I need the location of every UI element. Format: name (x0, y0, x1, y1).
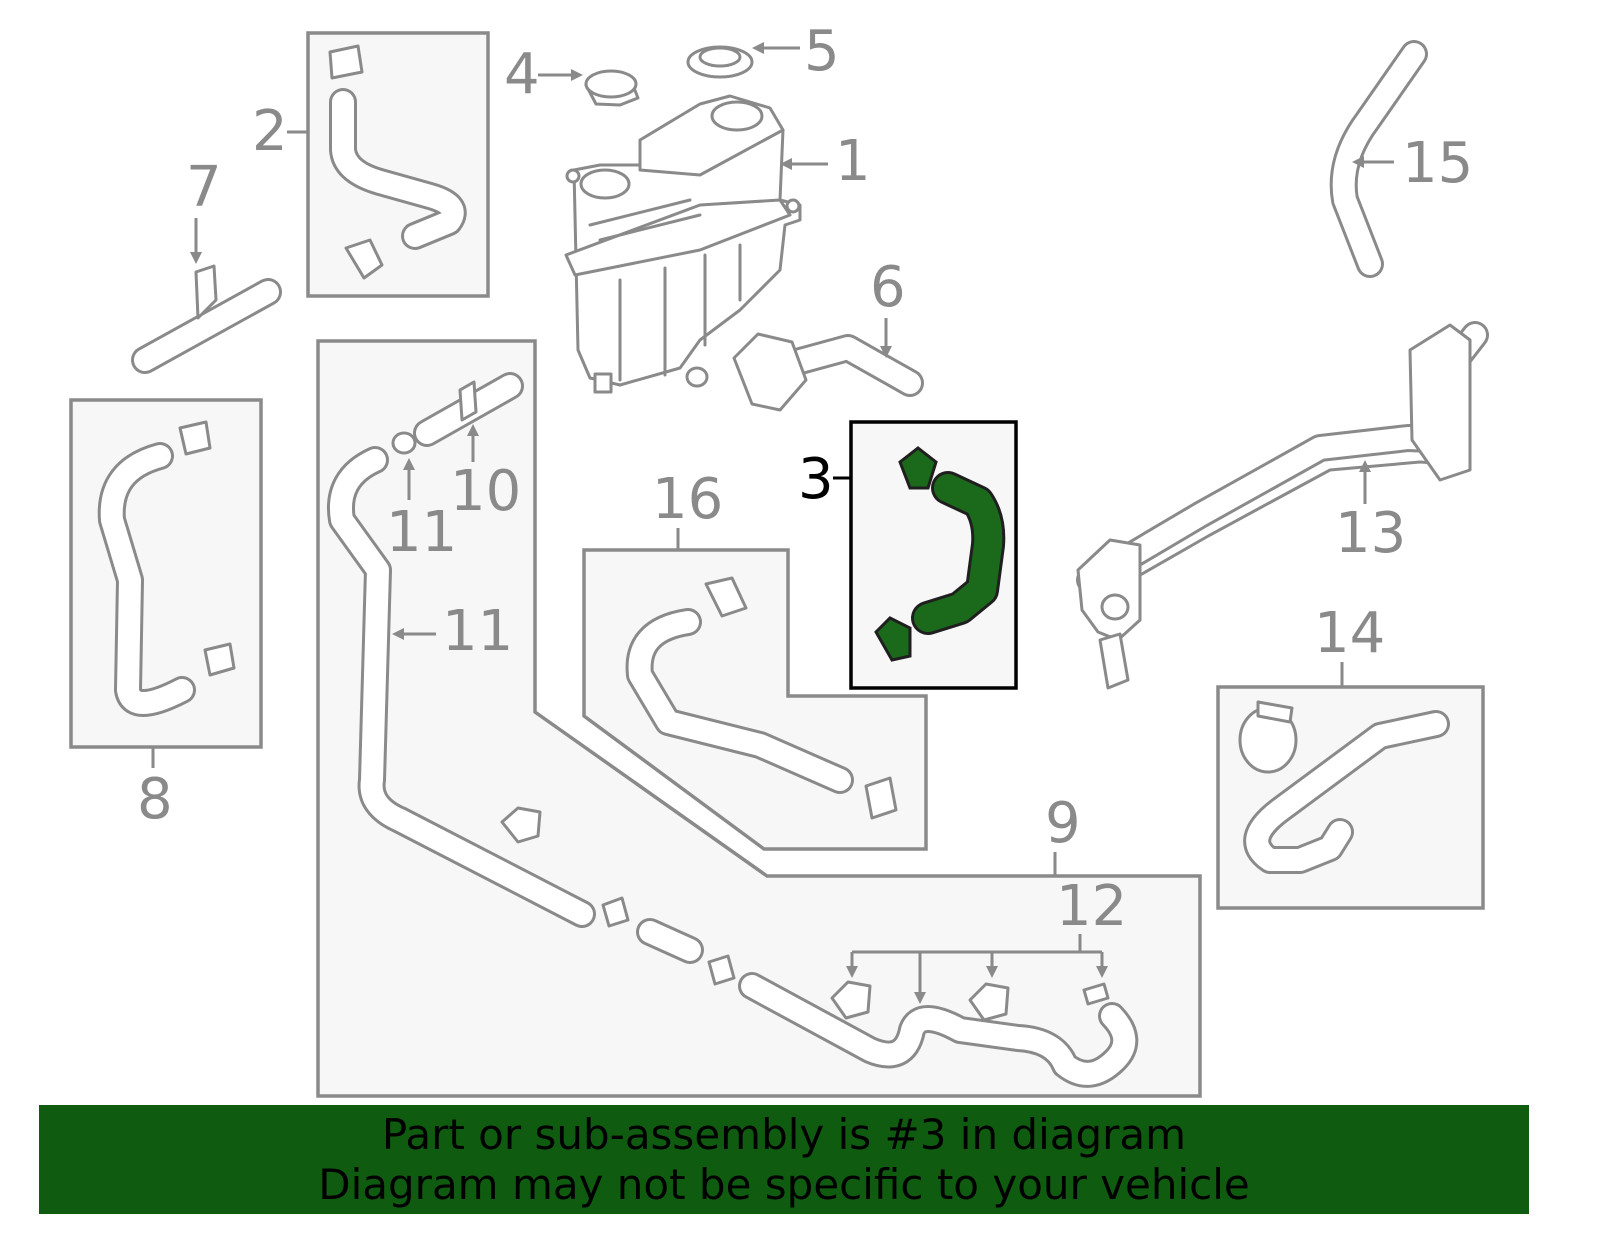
connector-part-10 (413, 372, 524, 447)
hose-part-15 (1329, 40, 1428, 278)
info-banner: Part or sub-assembly is #3 in diagram Di… (39, 1105, 1529, 1214)
callout-6: 6 (870, 255, 906, 320)
callout-12: 12 (1056, 874, 1127, 939)
hose-part-14 (1238, 700, 1450, 874)
seal-ring (686, 45, 754, 79)
pipe-part-6 (732, 332, 924, 412)
callout-11-upper: 11 (386, 500, 457, 565)
callout-3: 3 (798, 447, 834, 512)
hose-part-11 (327, 446, 596, 928)
leader-lines (151, 42, 1394, 1004)
callout-2: 2 (252, 99, 288, 164)
clamp-part-11 (391, 431, 417, 455)
hose-part-8 (97, 420, 236, 717)
callout-13: 13 (1335, 501, 1406, 566)
callout-10: 10 (450, 459, 521, 524)
callout-9: 9 (1045, 791, 1081, 856)
pipe-part-7 (131, 264, 282, 374)
reservoir-cap (584, 69, 640, 107)
callout-11-lower: 11 (442, 599, 513, 664)
banner-line-disclaimer: Diagram may not be specific to your vehi… (318, 1159, 1250, 1209)
hose-part-16 (625, 576, 898, 820)
hose-part-3-highlighted[interactable] (911, 471, 1006, 635)
callout-labels: 1 2 3 4 5 6 7 8 9 10 11 11 12 13 14 15 1… (137, 19, 1473, 939)
callout-1: 1 (835, 129, 871, 194)
pipe-assembly-part-13 (1076, 321, 1489, 690)
callout-4: 4 (504, 42, 540, 107)
callout-14: 14 (1314, 601, 1385, 666)
banner-line-part-number: Part or sub-assembly is #3 in diagram (381, 1109, 1187, 1159)
clamp-part-3-lower (874, 616, 912, 662)
callout-16: 16 (652, 467, 723, 532)
callout-8: 8 (137, 767, 173, 832)
hose-part-2 (328, 44, 467, 280)
callout-15: 15 (1402, 131, 1473, 196)
coolant-reservoir-tank (564, 94, 802, 394)
callout-5: 5 (804, 19, 840, 84)
clamp-part-3-upper (898, 446, 938, 490)
callout-7: 7 (186, 155, 222, 220)
parts-group-9 (500, 806, 1139, 1088)
